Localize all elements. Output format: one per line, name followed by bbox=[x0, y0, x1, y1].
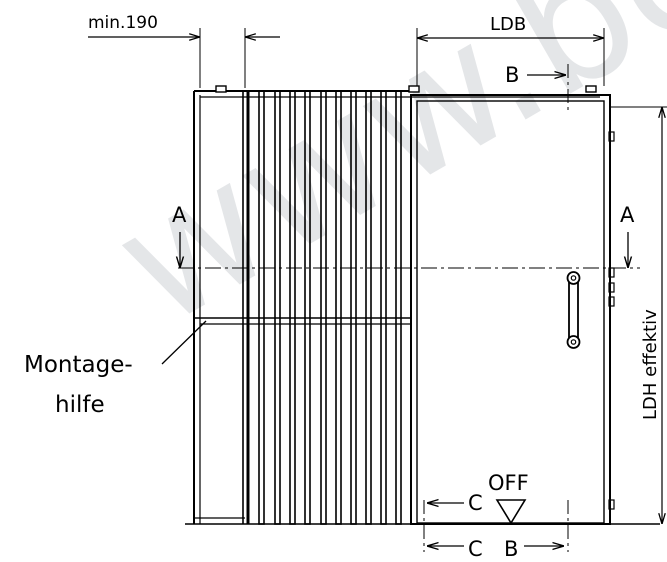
mounting-aid-label-line1: Montage- bbox=[24, 352, 133, 378]
door-handle bbox=[566, 271, 581, 349]
lamella bbox=[380, 90, 387, 525]
svg-text:B: B bbox=[504, 537, 518, 561]
svg-text:LDB: LDB bbox=[490, 14, 526, 35]
dimension-door-width: LDB bbox=[416, 14, 605, 86]
svg-text:B: B bbox=[505, 63, 519, 87]
lamella bbox=[304, 90, 311, 525]
lamella bbox=[274, 90, 281, 525]
section-mark-c-bottom: C bbox=[423, 500, 483, 561]
lamella bbox=[365, 90, 372, 525]
mounting-aid-callout: Montage- hilfe bbox=[24, 320, 207, 418]
svg-text:A: A bbox=[620, 203, 635, 227]
lamella bbox=[320, 90, 327, 525]
section-mark-b-top: B bbox=[505, 63, 569, 110]
svg-text:C: C bbox=[468, 537, 483, 561]
dimension-door-height: LDH effektiv bbox=[610, 106, 667, 524]
lamella-stack bbox=[258, 90, 402, 525]
section-mark-b-bottom: B bbox=[504, 500, 569, 561]
section-mark-a-right: A bbox=[620, 203, 635, 268]
section-mark-a-left: A bbox=[172, 203, 187, 268]
roller-tabs bbox=[215, 85, 597, 93]
svg-text:C: C bbox=[468, 491, 483, 515]
section-mark-c-mid: C bbox=[427, 491, 483, 515]
svg-text:min.190: min.190 bbox=[88, 13, 158, 33]
lamella bbox=[289, 90, 296, 525]
off-marker: OFF bbox=[488, 471, 529, 525]
watermark: www.bo bbox=[84, 0, 667, 365]
svg-text:OFF: OFF bbox=[488, 471, 529, 495]
lamella bbox=[350, 90, 357, 525]
mounting-aid-label-line2: hilfe bbox=[55, 392, 105, 418]
dimension-min-width: min.190 bbox=[88, 13, 280, 88]
svg-text:A: A bbox=[172, 203, 187, 227]
lamella bbox=[335, 90, 342, 525]
lamella bbox=[395, 90, 402, 525]
lamella bbox=[258, 90, 265, 525]
svg-text:LDH effektiv: LDH effektiv bbox=[640, 309, 661, 420]
